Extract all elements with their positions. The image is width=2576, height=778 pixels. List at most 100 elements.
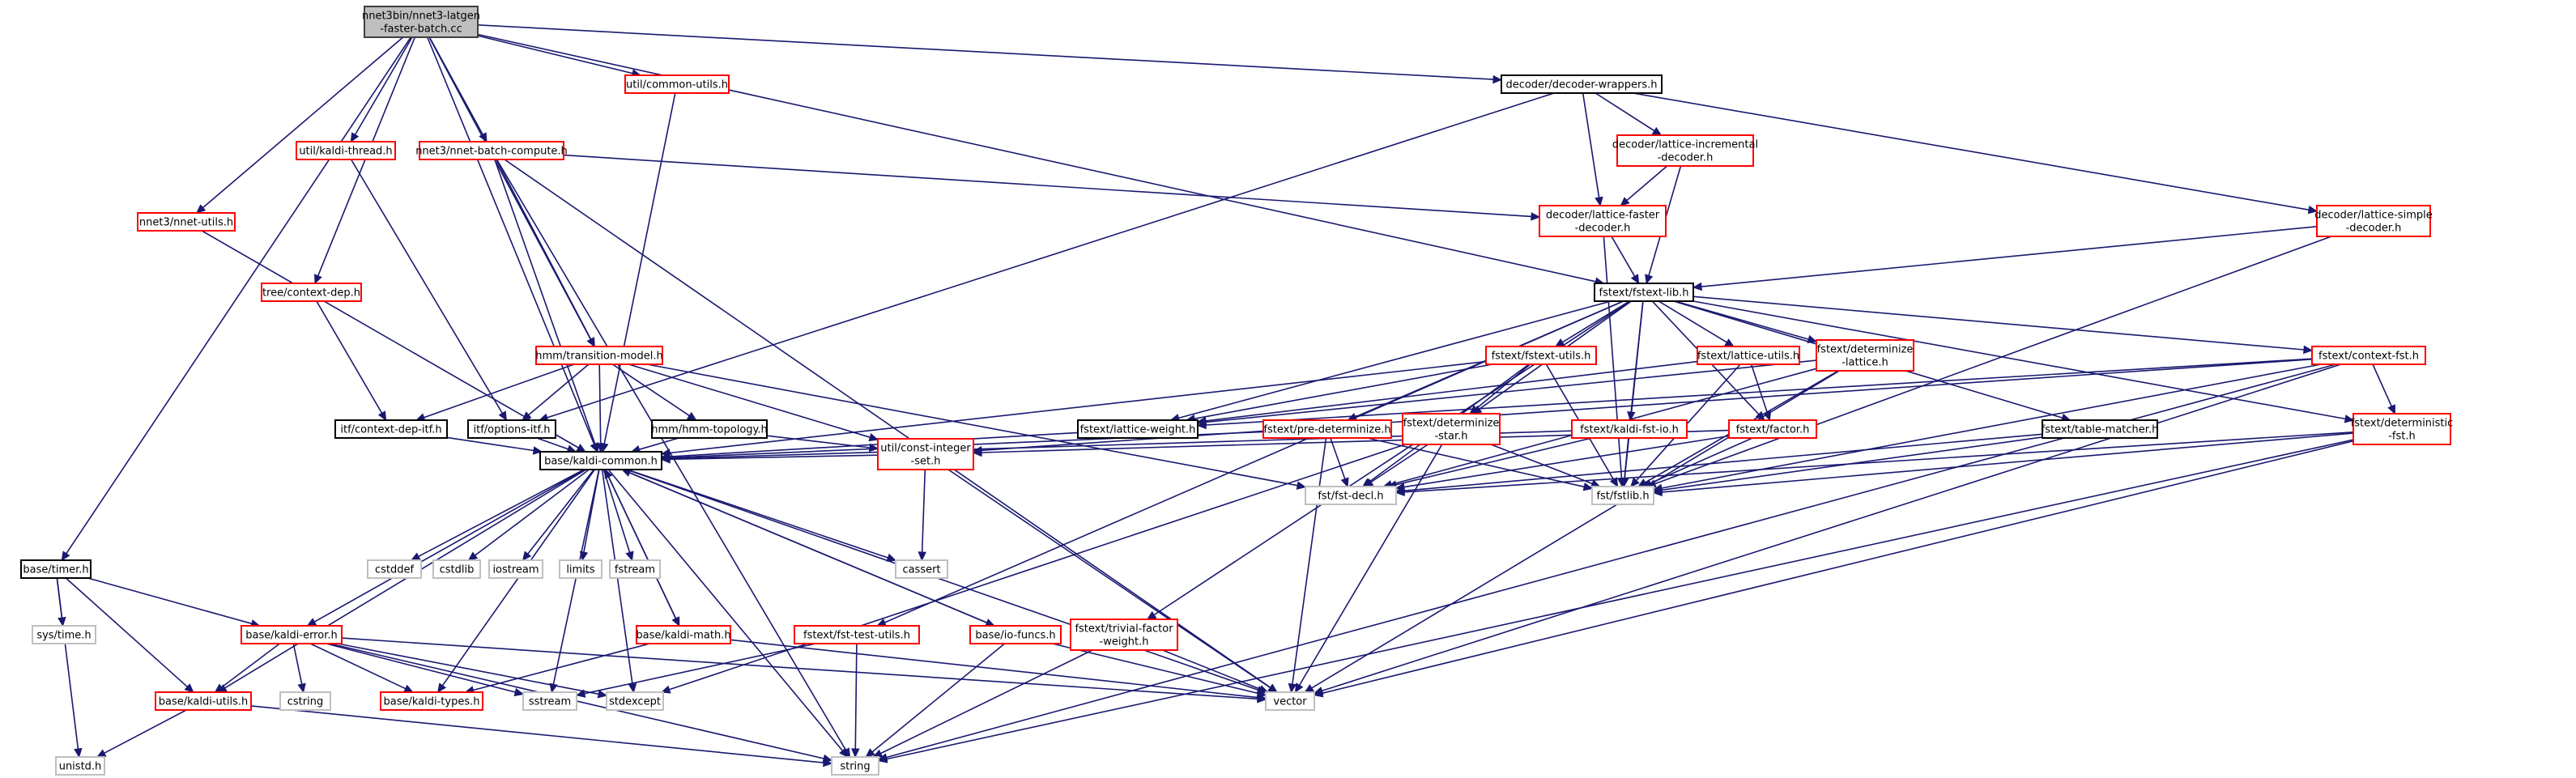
file-node-box [559,559,602,579]
file-node-common-utils[interactable]: util/common-utils.h [624,74,730,94]
file-node-fstlib: fst/fstlib.h [1591,486,1654,505]
file-node-lattice-utils[interactable]: fstext/lattice-utils.h [1697,346,1800,365]
file-node-label: -star.h [1434,431,1467,443]
file-node-label: -decoder.h [2346,223,2402,235]
file-node-box [2042,419,2158,439]
file-node-factor[interactable]: fstext/factor.h [1728,419,1817,439]
graph-nodes: nnet3bin/nnet3-latgen-faster-batch.cc uti… [20,6,2454,776]
dependency-edge-root-to-kaldi_common [427,36,598,453]
file-node-decoder-wrappers[interactable]: decoder/decoder-wrappers.h [1501,74,1663,94]
dependency-edge-kaldi_common-to-kaldi_types [436,469,595,693]
dependency-edge-kaldi_thread-to-options_itf [350,159,508,422]
file-node-box [1262,419,1392,439]
file-node-label: fstext/lattice-weight.h [1080,424,1196,436]
file-node-label: -lattice.h [1842,357,1888,369]
dependency-edge-root-to-timer [61,36,411,562]
file-node-lattice-weight[interactable]: fstext/lattice-weight.h [1077,419,1199,439]
file-node-timer[interactable]: base/timer.h [20,559,92,579]
file-node-label: util/common-utils.h [626,79,728,91]
file-node-box [367,559,422,579]
file-node-kaldi-math[interactable]: base/kaldi-math.h [636,625,731,644]
file-node-box [1265,691,1315,711]
file-node-table-matcher[interactable]: fstext/table-matcher.h [2042,419,2159,439]
dependency-edge-lattice_faster-to-fstlib [1603,236,1626,488]
file-node-fstext-lib[interactable]: fstext/fstext-lib.h [1594,283,1694,302]
file-node-label: fstext/kaldi-fst-io.h [1580,424,1679,436]
file-node-box [1539,205,1667,237]
file-node-iostream: iostream [488,559,543,579]
dependency-edge-lattice_utils-to-fstlib [1630,363,1741,487]
file-node-fstext-utils[interactable]: fstext/fstext-utils.h [1485,346,1597,365]
file-node-kaldi-error[interactable]: base/kaldi-error.h [241,625,343,644]
file-node-unistd: unistd.h [55,756,105,776]
dependency-edge-deterministic_fst-to-vector [1313,440,2354,698]
file-node-box [32,625,96,644]
file-node-const-integer-set[interactable]: util/const-integer-set.h [877,438,974,470]
file-node-box [539,451,662,470]
file-node-context-dep-itf[interactable]: itf/context-dep-itf.h [334,419,448,439]
file-node-label: -set.h [911,456,941,468]
file-node-label: fstream [615,564,655,576]
dependency-edge-determinize_star-to-stdexcept [660,444,1406,694]
file-node-kaldi-fst-io[interactable]: fstext/kaldi-fst-io.h [1571,419,1688,439]
dependency-edge-hmm_topology-to-kaldi_common [630,437,679,454]
file-node-root[interactable]: nnet3bin/nnet3-latgen-faster-batch.cc [362,6,480,38]
dependency-edge-nnet_batch_compute-to-kaldi_common [494,159,599,453]
file-node-context-fst[interactable]: fstext/context-fst.h [2311,346,2426,365]
file-node-label: fstext/factor.h [1736,424,1810,436]
dependency-edge-nnet_batch_compute-to-lattice_faster [563,154,1541,221]
dependency-edge-timer-to-kaldi_error [87,577,261,628]
file-node-box [1305,486,1397,505]
dependency-edge-root-to-kaldi_thread [350,36,413,143]
file-node-box [1402,413,1501,445]
file-node-box [1728,419,1817,439]
file-node-kaldi-types[interactable]: base/kaldi-types.h [380,691,483,711]
dependency-edge-determinize_lattice-to-lattice_weight [1196,359,1817,427]
file-node-determinize-lattice[interactable]: fstext/determinize-lattice.h [1816,339,1914,372]
dependency-edge-fst_test_utils-to-sstream [575,643,816,698]
file-node-box [1077,419,1199,439]
file-node-pre-determinize[interactable]: fstext/pre-determinize.h [1262,419,1392,439]
file-node-box [241,625,343,644]
file-node-label: vector [1273,696,1307,708]
file-node-transition-model[interactable]: hmm/transition-model.h [535,346,663,365]
file-node-lattice-simple[interactable]: decoder/lattice-simple-decoder.h [2314,205,2433,237]
file-node-label: -decoder.h [1575,223,1631,235]
dependency-edge-deterministic_fst-to-fst_decl [1394,432,2354,497]
file-node-lattice-faster[interactable]: decoder/lattice-faster-decoder.h [1539,205,1667,237]
file-node-kaldi-thread[interactable]: util/kaldi-thread.h [296,141,396,160]
file-node-label: -fst.h [2388,431,2416,443]
file-node-nnet-batch-compute[interactable]: nnet3/nnet-batch-compute.h [415,141,568,160]
file-node-box [969,625,1062,644]
dependency-edge-kaldi_common-to-iostream [522,469,595,561]
file-node-options-itf[interactable]: itf/options-itf.h [467,419,556,439]
file-node-lattice-incremental[interactable]: decoder/lattice-incremental-decoder.h [1612,134,1758,167]
file-node-box [364,6,479,38]
dependency-edge-fstext_utils-to-kaldi_common [660,360,1487,457]
dependency-edge-context_fst-to-lattice_weight [1196,358,2313,430]
file-node-trivial-factor-weight[interactable]: fstext/trivial-factor-weight.h [1070,619,1178,651]
dependency-edge-deterministic_fst-to-string [877,439,2354,763]
file-node-cstdlib: cstdlib [432,559,481,579]
file-node-nnet-utils[interactable]: nnet3/nnet-utils.h [137,212,236,232]
file-node-label: util/kaldi-thread.h [299,146,392,158]
file-node-box [1697,346,1800,365]
file-node-label: util/const-integer [880,443,971,455]
file-node-fst-test-utils[interactable]: fstext/fst-test-utils.h [794,625,920,644]
file-node-cstddef: cstddef [367,559,422,579]
file-node-kaldi-common[interactable]: base/kaldi-common.h [539,451,662,470]
file-node-box [55,756,105,776]
file-node-box [895,559,948,579]
dependency-edge-kaldi_common-to-cassert [627,469,897,562]
dependency-edge-pre_determinize-to-vector [1288,437,1327,694]
file-node-label: fstext/fst-test-utils.h [803,630,910,642]
file-node-label: string [840,761,870,773]
file-node-kaldi-utils[interactable]: base/kaldi-utils.h [155,691,252,711]
file-node-label: iostream [492,564,539,576]
file-node-box [279,691,331,711]
file-node-hmm-topology[interactable]: hmm/hmm-topology.h [651,419,768,439]
file-node-determinize-star[interactable]: fstext/determinize-star.h [1402,413,1501,445]
file-node-context-dep[interactable]: tree/context-dep.h [261,283,362,302]
file-node-deterministic-fst[interactable]: fstext/deterministic-fst.h [2351,413,2454,445]
file-node-io-funcs[interactable]: base/io-funcs.h [969,625,1062,644]
